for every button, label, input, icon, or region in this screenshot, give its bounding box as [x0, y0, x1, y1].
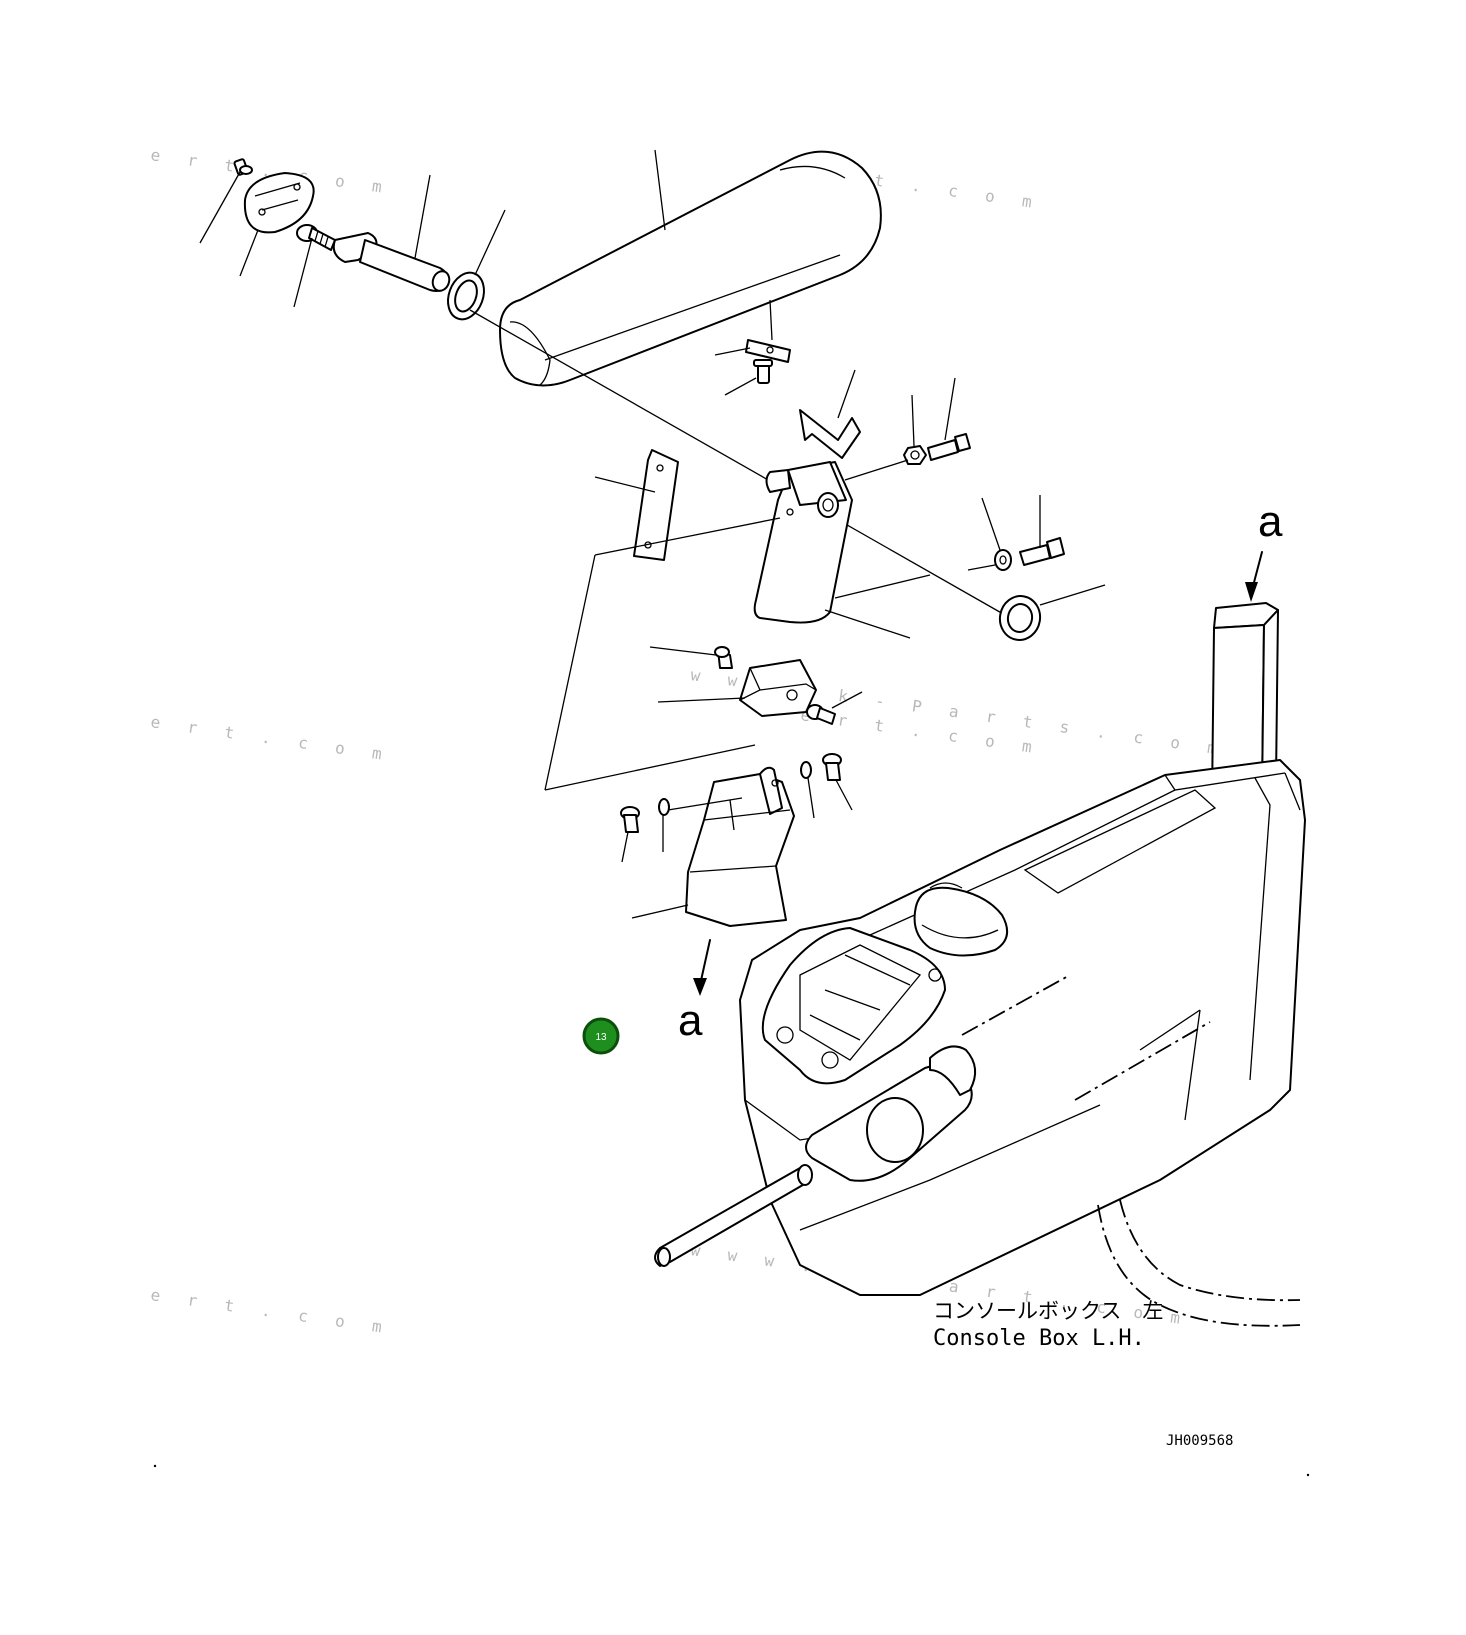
lower-cover-part: [631, 766, 795, 996]
cover-plate-part: [243, 172, 315, 234]
leader-line: [474, 209, 506, 276]
clip-plate-part: [714, 299, 791, 363]
shaft-part: [332, 174, 451, 292]
bolt-part: [649, 646, 733, 669]
assembly-lines: [544, 517, 781, 791]
bolt-part: [822, 753, 853, 811]
flange-bolt-part: [296, 224, 336, 251]
drawing-code: JH009568: [1166, 1433, 1233, 1449]
bolt-part: [1019, 495, 1065, 566]
console-box-part: [654, 551, 1306, 1327]
leader-line: [981, 497, 1001, 551]
caption-japanese: コンソールボックス 左: [933, 1299, 1163, 1323]
callout-number: 13: [595, 1032, 607, 1043]
leader-line: [944, 377, 956, 441]
caption-english: Console Box L.H.: [933, 1326, 1145, 1351]
leader-line: [837, 369, 856, 419]
leader-line: [199, 171, 241, 244]
arrow-head: [693, 978, 707, 996]
watermark: e r t . c o m: [149, 712, 392, 765]
upper-left-parts: [199, 158, 336, 308]
leader-line: [844, 459, 909, 481]
reference-label-top: a: [1258, 497, 1283, 546]
assembly-line: [469, 309, 1006, 616]
washer-large-part: [998, 584, 1106, 641]
leader-line: [293, 237, 313, 308]
v-bracket-part: [799, 369, 861, 459]
leader-line: [1039, 584, 1106, 606]
bolt-part: [806, 691, 863, 725]
bolt-part: [233, 158, 253, 176]
washer-small-part: [658, 798, 670, 852]
washer-part: [447, 209, 506, 321]
screw-part: [724, 359, 773, 396]
leader-line: [621, 831, 629, 863]
leader-line: [911, 394, 915, 447]
leader-line: [414, 174, 431, 259]
corner-mark: [153, 1464, 157, 1468]
bolt-part: [927, 377, 971, 461]
leader-line: [239, 229, 259, 277]
leader-line: [807, 777, 815, 819]
nut-part: [903, 394, 927, 465]
leader-line: [967, 564, 996, 571]
leader-line: [769, 299, 773, 341]
leader-line: [824, 609, 911, 639]
leader-line: [667, 797, 743, 811]
leader-line: [654, 149, 666, 231]
reference-label-bottom: a: [678, 996, 703, 1045]
side-plate-part: [594, 449, 679, 561]
leader-line: [594, 476, 656, 493]
corner-mark: [1306, 1473, 1310, 1477]
leader-line: [724, 377, 757, 396]
callout-circle[interactable]: [582, 1017, 620, 1055]
leader-line: [831, 691, 863, 709]
leader-line: [834, 574, 931, 599]
washer-small-part: [800, 761, 815, 819]
bolt-part: [620, 806, 640, 863]
reference-arrow: [699, 939, 711, 986]
leader-line: [714, 347, 751, 356]
arrow-head: [1245, 582, 1258, 602]
callout-marker[interactable]: 13: [582, 1017, 620, 1055]
armrest-part: [499, 149, 882, 387]
leader-line: [835, 779, 853, 811]
leader-line: [631, 904, 689, 919]
leader-line: [649, 646, 717, 656]
post-bracket-part: [753, 459, 931, 639]
leader-line: [657, 697, 746, 703]
washer-small-part: [967, 497, 1012, 571]
cap-part: [913, 882, 1009, 957]
watermark: e r t . c o m: [149, 1285, 392, 1338]
